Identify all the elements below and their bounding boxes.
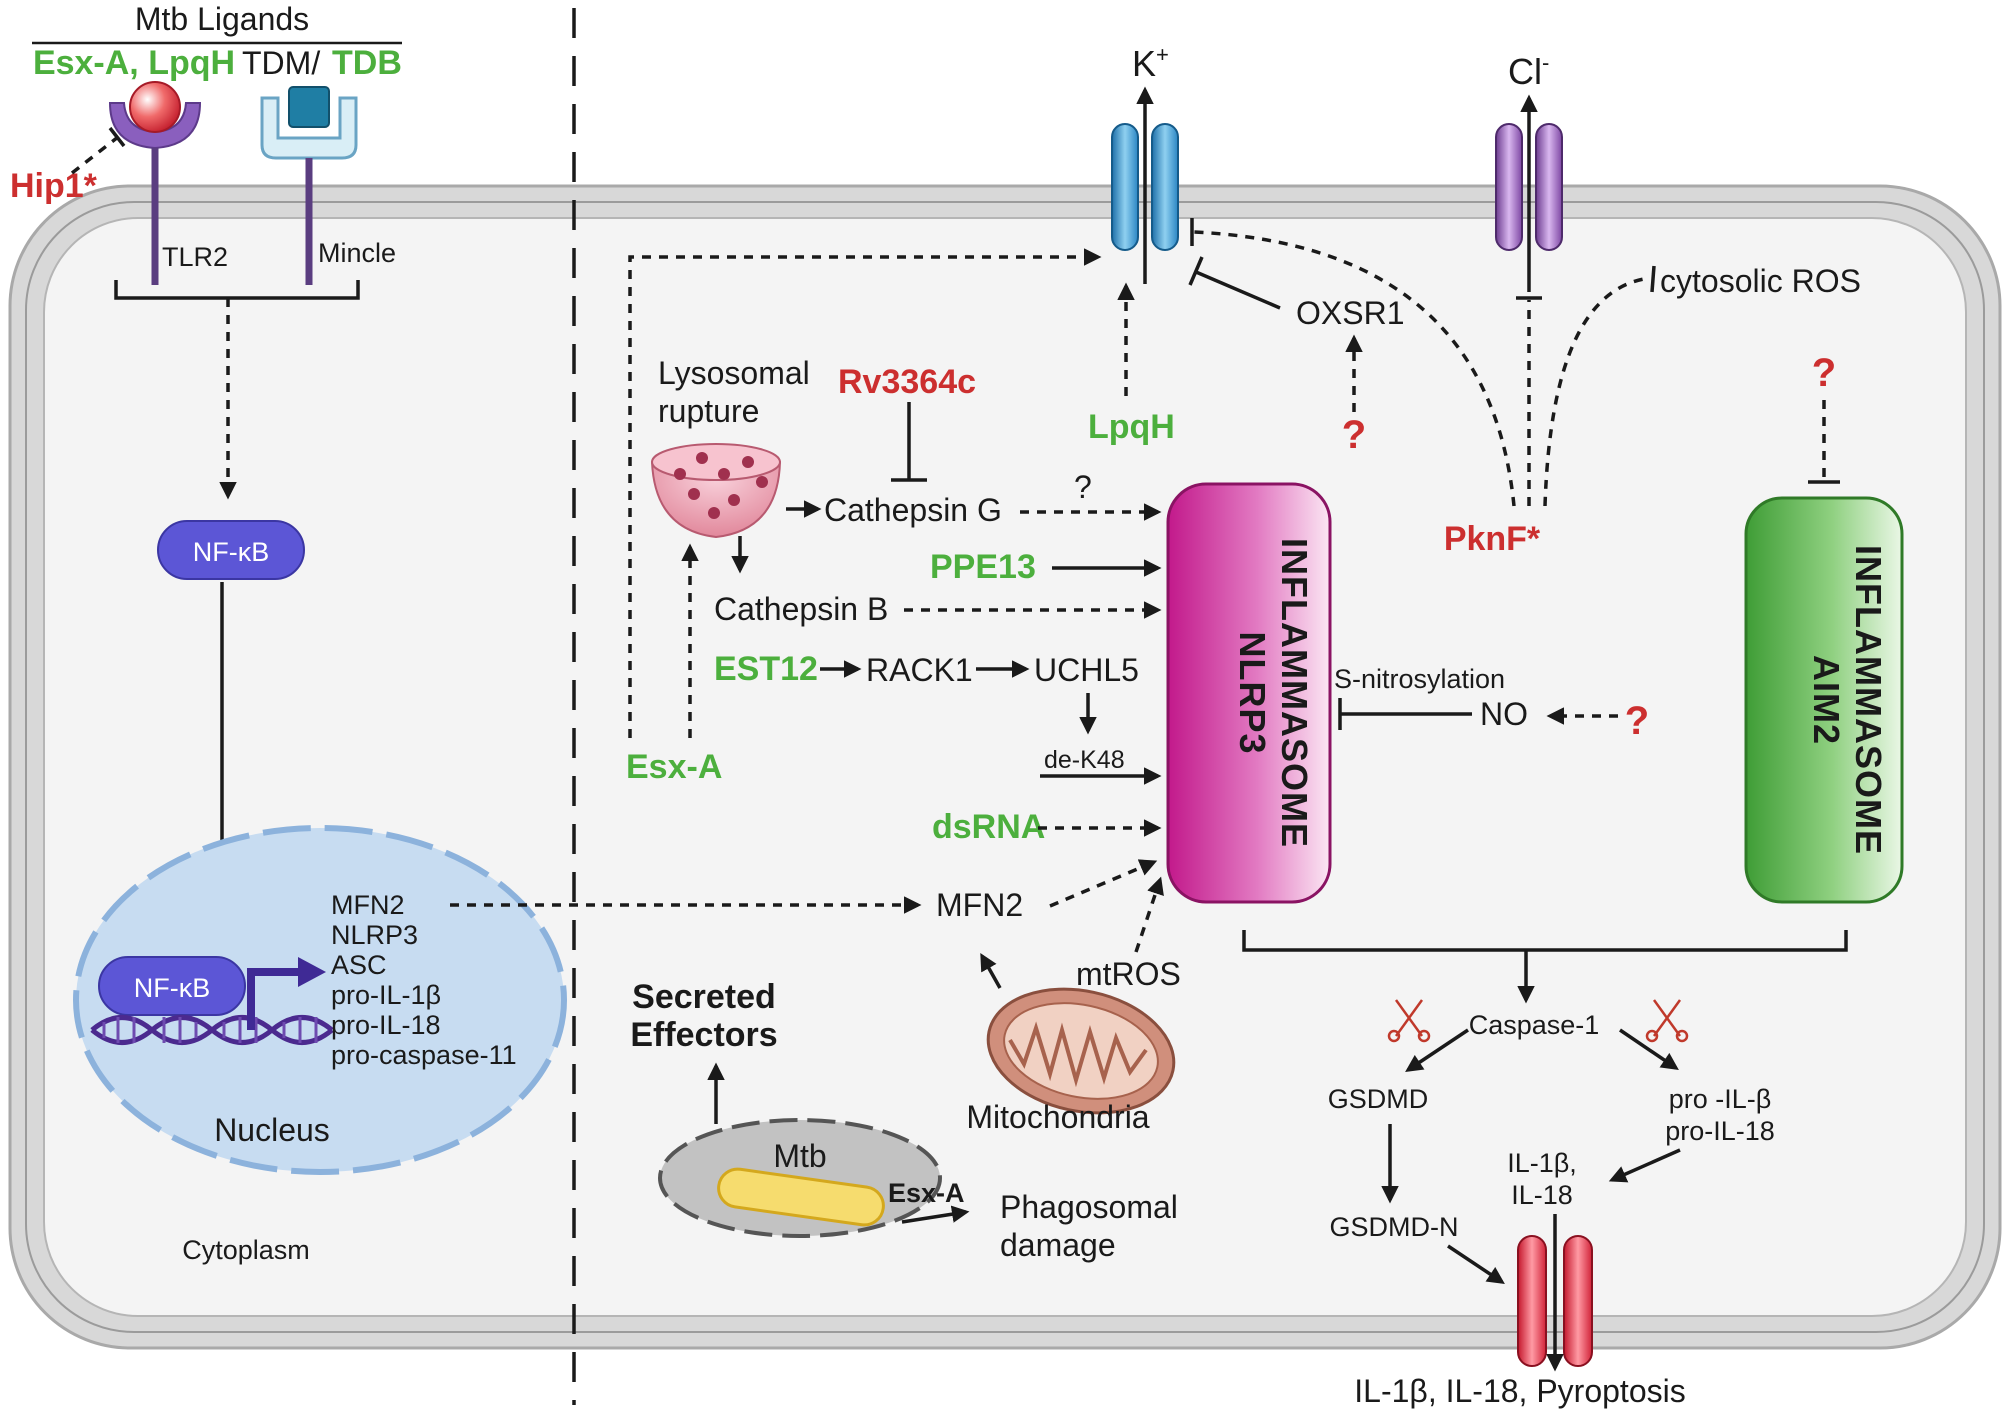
dsrna-label: dsRNA bbox=[932, 808, 1045, 846]
oxsr1-label: OXSR1 bbox=[1296, 295, 1404, 331]
caspase1-to-gsdmd-arrow bbox=[1405, 1028, 1469, 1072]
ligand-esxa-lpqh: Esx-A, LpqH bbox=[33, 44, 235, 82]
oxsr1-inhibition-line bbox=[1195, 270, 1281, 310]
mtb-label: Mtb bbox=[773, 1138, 826, 1174]
nfkb-cytoplasm-box bbox=[157, 520, 305, 580]
dek48-label: de-K48 bbox=[1044, 746, 1125, 774]
scissors-icon-left bbox=[1387, 999, 1431, 1043]
esxa-to-phagosomal-damage-arrow bbox=[901, 1205, 970, 1224]
inflammasome-bracket bbox=[1242, 930, 1848, 952]
est12-label: EST12 bbox=[714, 650, 818, 688]
nucleus: NF-κB MFN2 NLRP3 ASC pro-IL-1β pro-IL-18… bbox=[73, 825, 567, 1175]
cathepsin-b-label: Cathepsin B bbox=[714, 591, 888, 627]
nfkb-cytoplasm-label: NF-κB bbox=[193, 537, 270, 567]
lysosome-icon bbox=[650, 443, 782, 539]
gsdmd-pore-icon bbox=[1517, 1235, 1593, 1367]
mfn2-to-nlrp3-arrow bbox=[1049, 859, 1158, 908]
esxa-to-k-channel-arrow bbox=[628, 248, 1102, 738]
ligand-ball-icon bbox=[129, 81, 181, 133]
output-label: IL-1β, IL-18, Pyroptosis bbox=[1354, 1373, 1685, 1409]
mitochondria-to-mfn2-arrow bbox=[980, 952, 1002, 989]
cytosolic-ros-label: cytosolic ROS bbox=[1660, 263, 1861, 299]
nfkb-nucleus-box bbox=[98, 956, 246, 1016]
nfkb-nucleus-label: NF-κB bbox=[134, 973, 211, 1003]
ligands-header: Mtb Ligands bbox=[135, 1, 309, 37]
nucleus-label: Nucleus bbox=[214, 1112, 330, 1148]
aim2-question: ? bbox=[1812, 351, 1836, 395]
no-label: NO bbox=[1480, 696, 1528, 732]
esxa-label: Esx-A bbox=[626, 748, 722, 786]
pro-il1b-label: pro -IL-β bbox=[1669, 1084, 1772, 1114]
pknf-to-cytosolic-ros-line bbox=[1543, 276, 1651, 507]
pknf-to-k-channel-line bbox=[1193, 230, 1516, 507]
mfn2-label: MFN2 bbox=[936, 887, 1023, 923]
lysosomal-rupture-label-2: rupture bbox=[658, 393, 759, 429]
gene-pro-il18: pro-IL-18 bbox=[331, 1010, 441, 1040]
cathepsin-g-label: Cathepsin G bbox=[824, 492, 1002, 528]
gsdmd-label: GSDMD bbox=[1328, 1084, 1429, 1114]
phagosome bbox=[658, 1118, 942, 1238]
lysosomal-rupture-label-1: Lysosomal bbox=[658, 355, 810, 391]
receptor-bracket bbox=[114, 280, 360, 300]
cathepsin-g-question: ? bbox=[1074, 469, 1092, 505]
tdm-ligand-icon bbox=[288, 86, 330, 128]
oxsr1-question: ? bbox=[1342, 413, 1366, 457]
caspase1-to-pro-il-arrow bbox=[1619, 1028, 1679, 1070]
nlrp3-inflammasome-box bbox=[1166, 482, 1332, 904]
tlr2-receptor bbox=[108, 81, 202, 285]
mitochondria-label: Mitochondria bbox=[966, 1099, 1149, 1135]
scissors-icon-right bbox=[1645, 999, 1689, 1043]
hip1-label: Hip1* bbox=[10, 167, 98, 205]
nlrp3-label: NLRP3 bbox=[1232, 631, 1273, 754]
ligand-tdm: TDM/ bbox=[242, 45, 320, 81]
gene-nlrp3: NLRP3 bbox=[331, 920, 418, 950]
mtros-label: mtROS bbox=[1076, 956, 1181, 992]
gene-mfn2: MFN2 bbox=[331, 890, 405, 920]
nlrp3-inflammasome-label: INFLAMMASOME bbox=[1274, 538, 1315, 848]
k-ion-label: K+ bbox=[1132, 42, 1169, 84]
uchl5-label: UCHL5 bbox=[1034, 652, 1139, 688]
ligand-tdb: TDB bbox=[332, 44, 402, 82]
gene-asc: ASC bbox=[331, 950, 387, 980]
mtb-bacterium-icon bbox=[717, 1167, 885, 1227]
cl-channel bbox=[1495, 94, 1563, 292]
mitochondria-icon bbox=[986, 987, 1176, 1115]
k-channel bbox=[1111, 86, 1179, 284]
aim2-inflammasome-label: INFLAMMASOME bbox=[1848, 545, 1889, 855]
il18-mature-label: IL-18 bbox=[1511, 1180, 1573, 1210]
cl-ion-label: Cl- bbox=[1508, 50, 1549, 92]
no-question: ? bbox=[1625, 699, 1649, 743]
transcription-arrow-icon bbox=[247, 968, 300, 1030]
cytoplasm-label: Cytoplasm bbox=[182, 1235, 310, 1265]
receptor-mincle: Mincle bbox=[318, 238, 396, 268]
lpqh-label: LpqH bbox=[1088, 408, 1175, 446]
pro-il18-label: pro-IL-18 bbox=[1665, 1116, 1775, 1146]
gsdmd-n-label: GSDMD-N bbox=[1330, 1212, 1459, 1242]
phagosome-esxa-label: Esx-A bbox=[888, 1178, 965, 1208]
aim2-inflammasome-box bbox=[1744, 496, 1904, 904]
phagosomal-damage-label-2: damage bbox=[1000, 1227, 1116, 1263]
ppe13-label: PPE13 bbox=[930, 548, 1036, 586]
secreted-label: Secreted bbox=[632, 978, 776, 1016]
gene-pro-caspase11: pro-caspase-11 bbox=[331, 1040, 517, 1070]
pro-il-to-mature-il-arrow bbox=[1608, 1148, 1681, 1183]
phagosomal-damage-label-1: Phagosomal bbox=[1000, 1189, 1178, 1225]
mincle-receptor bbox=[260, 86, 358, 285]
cell-membrane-inner-line bbox=[25, 201, 1985, 1333]
receptor-tlr2: TLR2 bbox=[162, 242, 228, 272]
caspase1-label: Caspase-1 bbox=[1469, 1010, 1600, 1040]
mtros-to-nlrp3-arrow bbox=[1134, 876, 1164, 953]
gene-pro-il1b: pro-IL-1β bbox=[331, 980, 441, 1010]
aim2-label: AIM2 bbox=[1806, 655, 1847, 745]
rv3364c-label: Rv3364c bbox=[838, 363, 976, 401]
rack1-label: RACK1 bbox=[866, 652, 973, 688]
s-nitrosylation-label: S-nitrosylation bbox=[1334, 664, 1505, 694]
pknf-label: PknF* bbox=[1444, 520, 1541, 558]
effectors-label: Effectors bbox=[630, 1016, 777, 1054]
gsdmdn-to-pore-arrow bbox=[1447, 1244, 1505, 1284]
dna-icon bbox=[90, 1015, 334, 1045]
il1b-mature-label: IL-1β, bbox=[1507, 1148, 1577, 1178]
